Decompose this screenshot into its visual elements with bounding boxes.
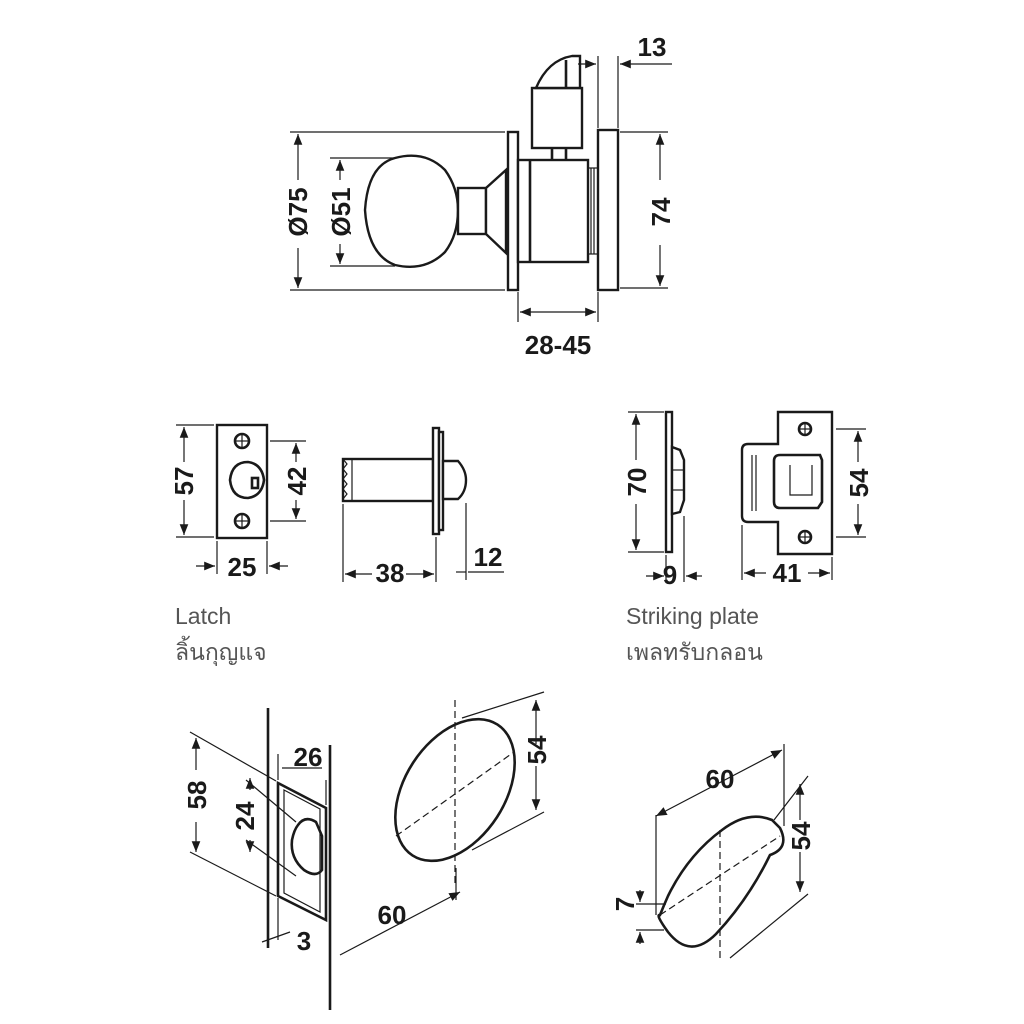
bore-hole — [290, 817, 324, 876]
dim-rose-h54: 54 — [786, 821, 816, 850]
dim-prep-w26: 26 — [294, 742, 323, 772]
mortise-outline — [276, 780, 328, 923]
strike-caption-th: เพลทรับกลอน — [626, 639, 763, 665]
dim-h74: 74 — [646, 197, 676, 226]
outer-rose — [596, 128, 620, 292]
dim-strike-w41: 41 — [773, 558, 802, 588]
dim-strike-h54: 54 — [844, 468, 874, 497]
door-prep-drawing: 58 24 26 3 60 54 — [182, 691, 552, 1010]
strike-caption-en: Striking plate — [626, 603, 759, 629]
lock-body — [516, 158, 590, 264]
dim-latch-w25: 25 — [228, 552, 257, 582]
dim-strike-t9: 9 — [663, 560, 677, 590]
latch-caption-th: ลิ้นกุญแจ — [175, 636, 267, 666]
dim-prep-t3: 3 — [297, 926, 311, 956]
latch-screw-top — [233, 432, 251, 450]
dim-door-thickness: 28-45 — [525, 330, 592, 360]
dim-prep-l60: 60 — [378, 900, 407, 930]
dim-latch-l38: 38 — [376, 558, 405, 588]
latch-bolt-face — [228, 460, 266, 500]
striking-plate-drawing: 70 9 54 41 Striking plate เพลทรับกลอน — [622, 410, 874, 665]
knob-ball — [363, 154, 460, 269]
face-bore-hole — [394, 717, 516, 863]
inner-rose — [506, 130, 520, 292]
dim-latch-l12: 12 — [474, 542, 503, 572]
latch-screw-bottom — [233, 512, 251, 530]
latch-tube — [341, 457, 435, 503]
dim-rose-t7: 7 — [610, 897, 640, 911]
latch-caption-en: Latch — [175, 603, 231, 629]
turn-button — [530, 86, 584, 150]
strike-bolt-hole — [772, 453, 824, 510]
dim-t13: 13 — [638, 32, 667, 62]
dim-prep-h54: 54 — [522, 735, 552, 764]
dim-latch-h42: 42 — [282, 467, 312, 496]
latch-drawing: 57 42 25 38 12 Latch ลิ้นกุญแจ — [169, 423, 504, 666]
latch-bolt-tip — [441, 459, 468, 501]
knob-neck — [456, 186, 488, 236]
body-thread — [587, 167, 599, 255]
rose-drawing: 60 54 7 — [610, 744, 816, 960]
dim-strike-h70: 70 — [622, 468, 652, 497]
knob-collar — [484, 167, 508, 256]
rose-outline — [657, 815, 785, 948]
knob-set-drawing: Ø75 Ø51 74 13 28-45 — [283, 32, 676, 360]
turn-cap — [534, 54, 582, 90]
dim-rose-w60: 60 — [706, 764, 735, 794]
dim-latch-h57: 57 — [169, 467, 199, 496]
strike-side-lip — [670, 445, 686, 516]
dim-prep-d24: 24 — [230, 801, 260, 830]
dim-prep-h58: 58 — [182, 781, 212, 810]
strike-front-plate — [740, 410, 834, 556]
dim-d75: Ø75 — [283, 187, 313, 236]
dim-d51: Ø51 — [326, 187, 356, 236]
